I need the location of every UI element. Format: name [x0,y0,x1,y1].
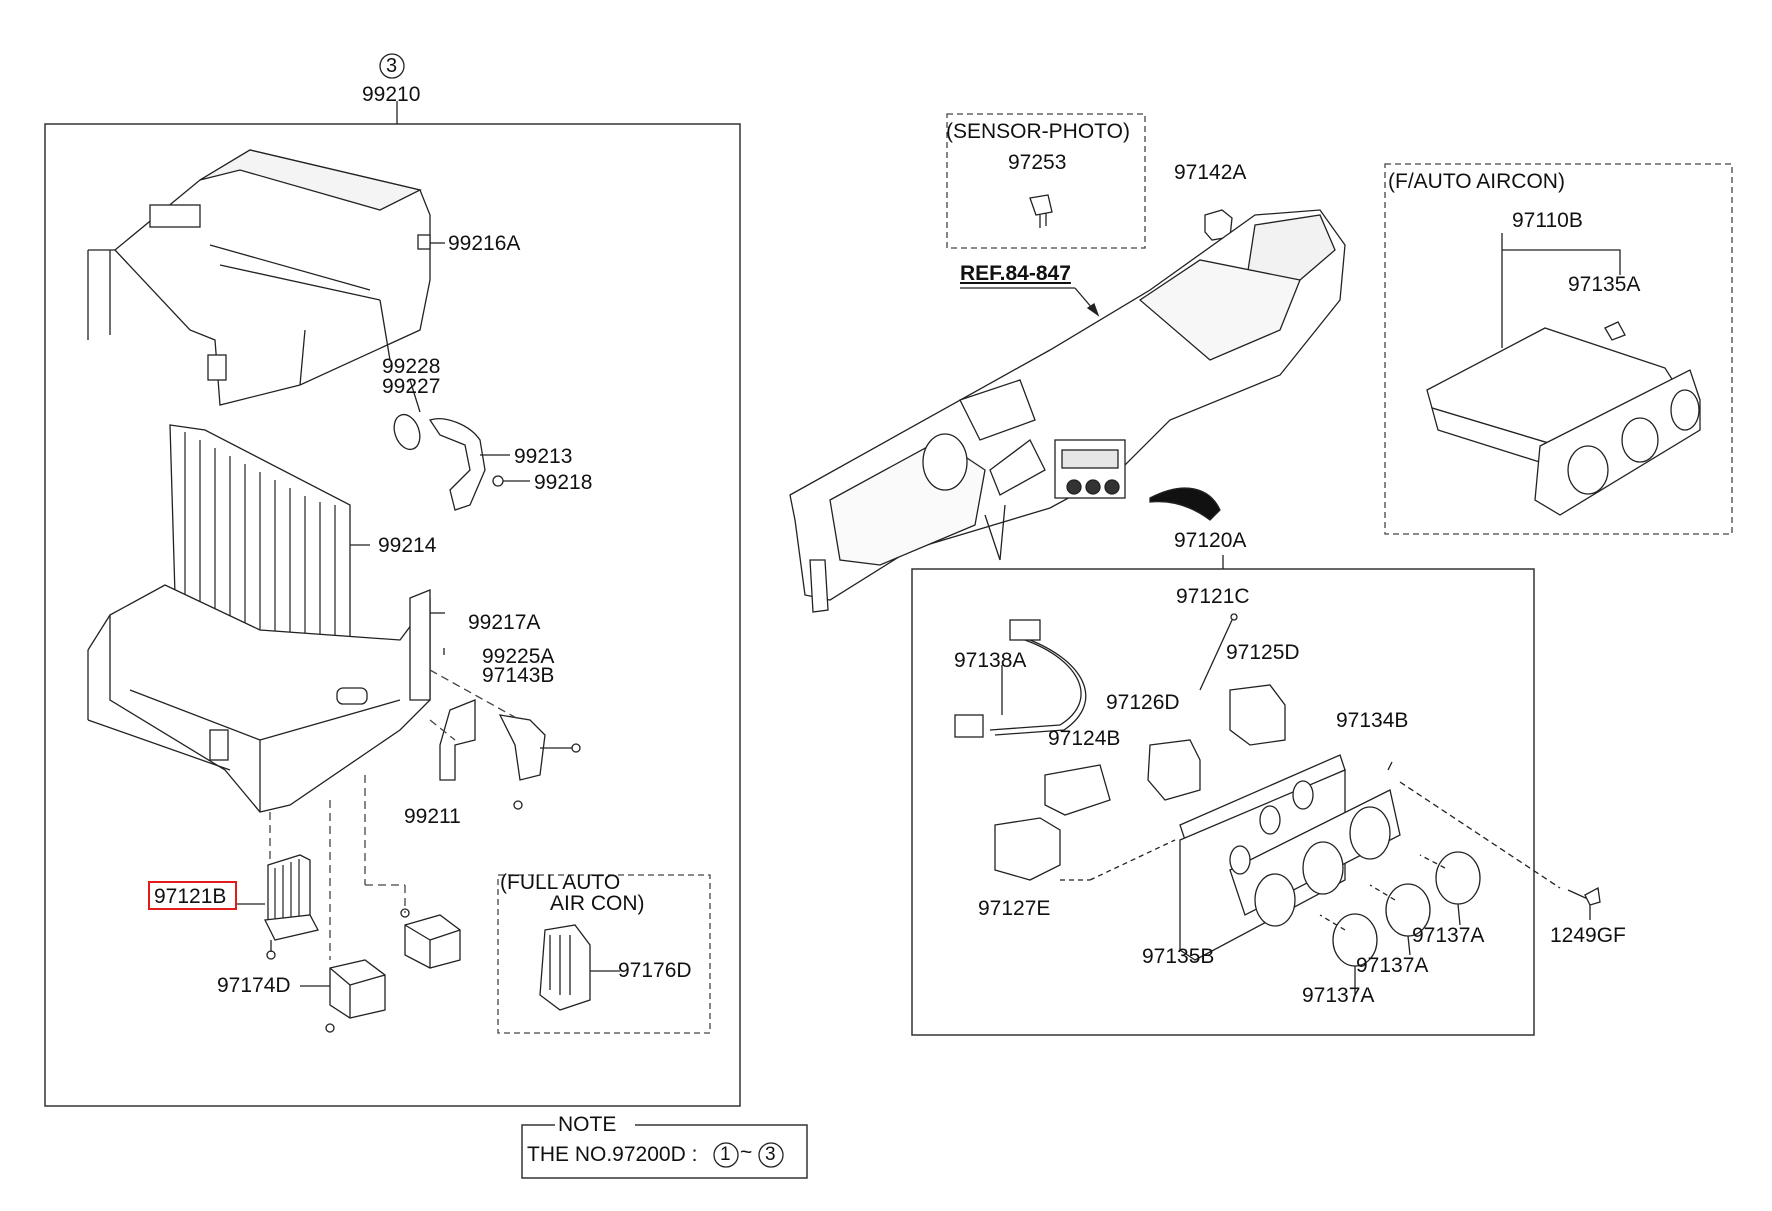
label-1249GF: 1249GF [1550,924,1626,947]
upper-case-99216a [87,149,445,406]
blower-assembly-frame [44,53,741,1107]
label-97143B: 97143B [482,664,555,687]
callout-circle-3 [379,53,405,79]
label-99225A: 99225A [482,645,555,668]
label-f-auto-aircon: (F/AUTO AIRCON) [1388,170,1565,193]
callout-number-3: 3 [386,55,398,77]
label-99216A: 99216A [448,232,521,255]
label-99210: 99210 [362,83,421,106]
full-auto-box [497,874,711,1034]
label-97137A-2: 97137A [1356,954,1429,977]
f-auto-aircon-box [1384,163,1733,535]
label-sensor-photo: (SENSOR-PHOTO) [946,120,1130,143]
label-97121C: 97121C [1176,585,1250,608]
label-99214: 99214 [378,534,437,557]
brackets [429,648,581,810]
resistor-and-relays [237,775,461,1033]
note-title: NOTE [558,1113,617,1136]
note-circle-to: 3 [765,1144,776,1165]
dashboard-panel [789,209,1346,613]
note-tilde: ~ [740,1141,753,1164]
label-97253: 97253 [1008,151,1067,174]
note-box [521,1124,808,1179]
label-97110B: 97110B [1512,209,1583,232]
label-ref-84-847[interactable]: REF.84-847 [960,262,1071,285]
label-97142A: 97142A [1174,161,1247,184]
label-97121B[interactable]: 97121B [154,885,227,908]
label-full-auto-line1: (FULL AUTO [500,871,621,894]
label-full-auto-line2: AIR CON) [550,892,645,915]
label-97137A-1: 97137A [1412,924,1485,947]
drain-parts [393,379,530,511]
label-97176D: 97176D [618,959,692,982]
label-97174D: 97174D [217,974,291,997]
label-97120A: 97120A [1174,529,1247,552]
label-99227: 99227 [382,375,441,398]
label-99211: 99211 [404,805,461,828]
label-97134B: 97134B [1336,709,1409,732]
label-99218: 99218 [534,471,593,494]
control-assembly-box [911,555,1561,1036]
highlight-box-97121b [148,881,237,910]
label-97135A: 97135A [1568,273,1641,296]
label-97125D: 97125D [1226,641,1300,664]
label-99228: 99228 [382,355,441,378]
sensor-photo-box [946,113,1146,249]
label-97138A: 97138A [954,649,1027,672]
label-97126D: 97126D [1106,691,1180,714]
lower-case-99217a [87,584,445,813]
screw-1249gf [1567,886,1601,920]
note-circle-from: 1 [720,1144,731,1165]
note-text: THE NO.97200D : [527,1143,698,1166]
label-97137A-3: 97137A [1302,984,1375,1007]
label-97135B: 97135B [1142,945,1215,968]
label-97127E: 97127E [978,897,1051,920]
label-99213: 99213 [514,445,573,468]
label-99217A: 99217A [468,611,541,634]
label-97124B: 97124B [1048,727,1121,750]
ref-leader [960,287,1100,317]
